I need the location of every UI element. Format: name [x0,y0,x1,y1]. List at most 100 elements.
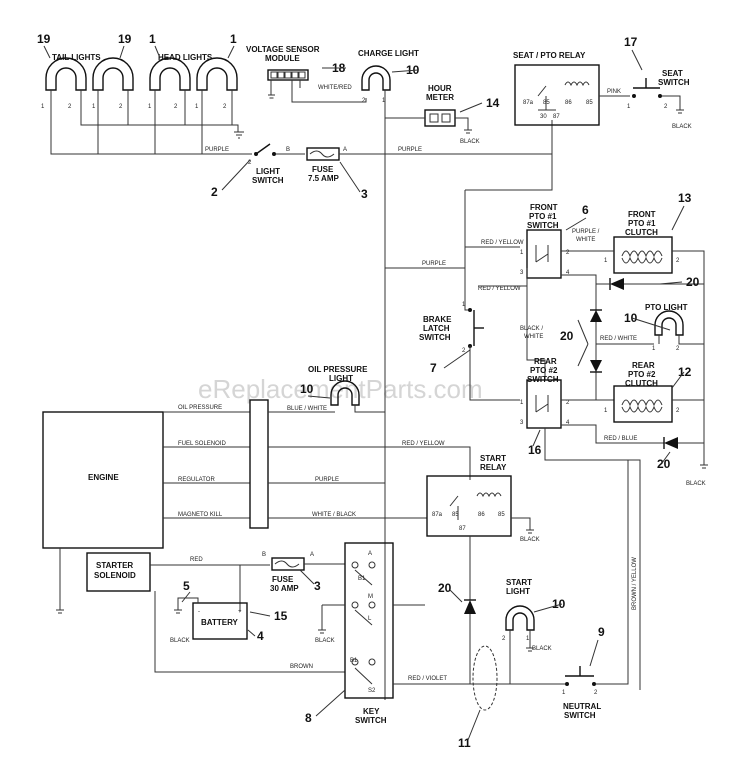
wires-white-red-label: WHITE/RED [318,85,352,91]
diode-rear [663,437,678,449]
wires-red-white-label: RED / WHITE [600,336,637,342]
terminals-t2-label: 2 [664,104,668,110]
terminals-t1-label: 1 [604,408,608,414]
callouts-n3-label: 3 [361,187,368,201]
text-label: - [198,609,200,615]
wires-black-label: BLACK [686,481,706,487]
components-fuse-30-2-label: 30 AMP [270,584,299,593]
terminals-t1-label: 1 [148,104,152,110]
components-oil-pressure-light-1-label: OIL PRESSURE [308,365,368,374]
callouts-n14-label: 14 [486,96,500,110]
wires-red-label: RED [190,557,203,563]
callouts-n19-label: 19 [37,32,51,46]
terminals-t2-label: 2 [676,258,680,264]
terminals-t1-label: 1 [652,346,656,352]
tail-light-right [92,57,134,100]
components-start-light-2-label: LIGHT [506,587,530,596]
terminals-t1-label: 1 [562,690,566,696]
terminals-t85-label: 85 [498,512,505,518]
callouts-n8-label: 8 [305,711,312,725]
callouts-n1-label: 1 [149,32,156,46]
components-head-lights-label: HEAD LIGHTS [158,53,213,62]
wires-purple-white-1-label: PURPLE / [572,229,600,235]
wires-black-label: BLACK [532,646,552,652]
terminals-key-s2-label: S2 [368,688,376,694]
oil-pressure-light [330,380,360,406]
components-charge-light-label: CHARGE LIGHT [358,49,419,58]
components-rear-pto-clutch-2-label: PTO #2 [628,370,656,379]
terminals-t2-label: 2 [174,104,178,110]
components-starter-solenoid-2-label: SOLENOID [94,571,136,580]
terminals-t1-label: 1 [92,104,96,110]
wires-black-label: BLACK [170,638,190,644]
diode-pto-lower [590,360,602,373]
components-front-pto-clutch-3-label: CLUTCH [625,228,658,237]
callouts-n19-label: 19 [118,32,132,46]
terminals-t4-label: 4 [566,420,570,426]
terminals-key-l-label: L [368,616,372,622]
pto-light [654,310,684,336]
hour-meter [424,109,456,127]
callouts-n2-label: 2 [211,185,218,199]
start-light [505,605,535,631]
wires-black-label: BLACK [672,124,692,130]
terminals-t2-label: 2 [119,104,123,110]
terminals-t86-label: 86 [565,100,572,106]
callouts-n7-label: 7 [430,361,437,375]
callouts-n20-label: 20 [686,275,700,289]
components-pto-light-label: PTO LIGHT [645,303,688,312]
terminals-key-a-label: A [368,551,372,557]
terminals-a-label: A [310,552,314,558]
text-label: + [238,609,242,615]
components-fuse-30-1-label: FUSE [272,575,294,584]
front-pto-switch [526,229,562,279]
components-seat-pto-relay-label: SEAT / PTO RELAY [513,51,586,60]
neutral-switch [565,666,596,686]
callouts-n10-label: 10 [552,597,566,611]
terminals-t2-label: 2 [223,104,227,110]
terminals-t2-label: 2 [68,104,72,110]
battery: -+ [192,602,248,640]
components-rear-pto-switch-2-label: PTO #2 [530,366,558,375]
components-brake-latch-1-label: BRAKE [423,315,452,324]
components-start-relay-1-label: START [480,454,506,463]
rear-pto-clutch [613,385,673,423]
wires-black-label: BLACK [520,537,540,543]
wires-purple-label: PURPLE [315,477,339,483]
terminals-t87a-label: 87a [432,512,443,518]
components-oil-pressure-light-2-label: LIGHT [329,374,353,383]
rear-pto-switch [526,379,562,429]
wires-purple-white-2-label: WHITE [576,237,595,243]
terminals-t85-label: 85 [543,100,550,106]
components-battery-label: BATTERY [201,618,239,627]
callouts-n20-label: 20 [560,329,574,343]
components-fuse-75-1-label: FUSE [312,165,334,174]
terminals-t30-label: 30 [540,114,547,120]
terminals-b-label: B [262,552,266,558]
terminals-t87-label: 87 [553,114,560,120]
terminals-t1-label: 1 [41,104,45,110]
start-relay [426,475,512,537]
callouts-n13-label: 13 [678,191,692,205]
terminals-key-m-label: M [368,594,373,600]
terminals-t1-label: 1 [520,400,524,406]
terminals-t1-label: 1 [195,104,199,110]
components-seat-switch-1-label: SEAT [662,69,683,78]
components-front-pto-switch-3-label: SWITCH [527,221,559,230]
terminals-t85-label: 85 [452,512,459,518]
components-voltage-sensor-1-label: VOLTAGE SENSOR [246,45,320,54]
components-neutral-switch-1-label: NEUTRAL [563,702,601,711]
seat-switch [632,78,662,98]
diode-pto-upper [590,309,602,322]
terminals-t2-label: 2 [566,250,570,256]
components-brake-latch-3-label: SWITCH [419,333,451,342]
callouts-n15-label: 15 [274,609,288,623]
terminals-t1-label: 1 [382,98,386,104]
wires-black-white-2-label: WHITE [524,334,543,340]
terminals-t1-label: 1 [526,636,530,642]
callouts-n10-label: 10 [624,311,638,325]
callouts-n6-label: 6 [582,203,589,217]
wires-regulator-label: REGULATOR [178,477,215,483]
terminals-key-b1-label: B1 [350,658,358,664]
